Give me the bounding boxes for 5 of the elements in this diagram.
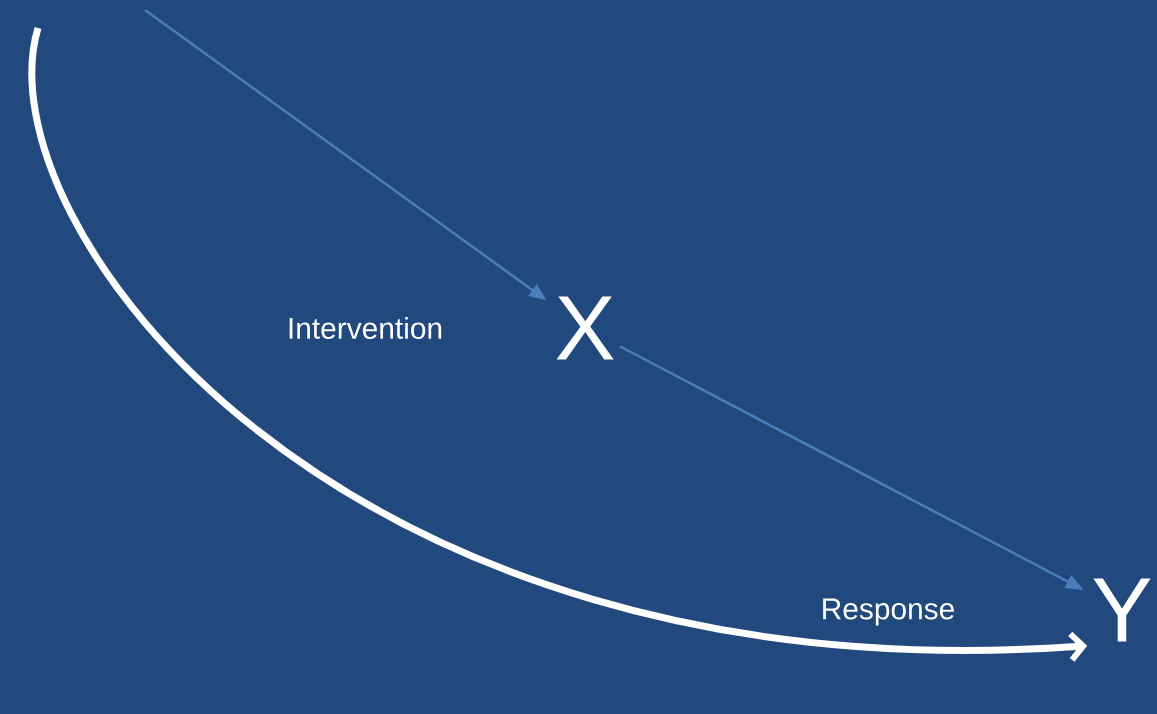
text-label: Response [823,598,954,626]
variable-letter: Y [1093,578,1151,642]
text-label: Intervention [289,317,442,339]
arrow [29,27,1088,662]
variable-letter: X [556,296,614,360]
